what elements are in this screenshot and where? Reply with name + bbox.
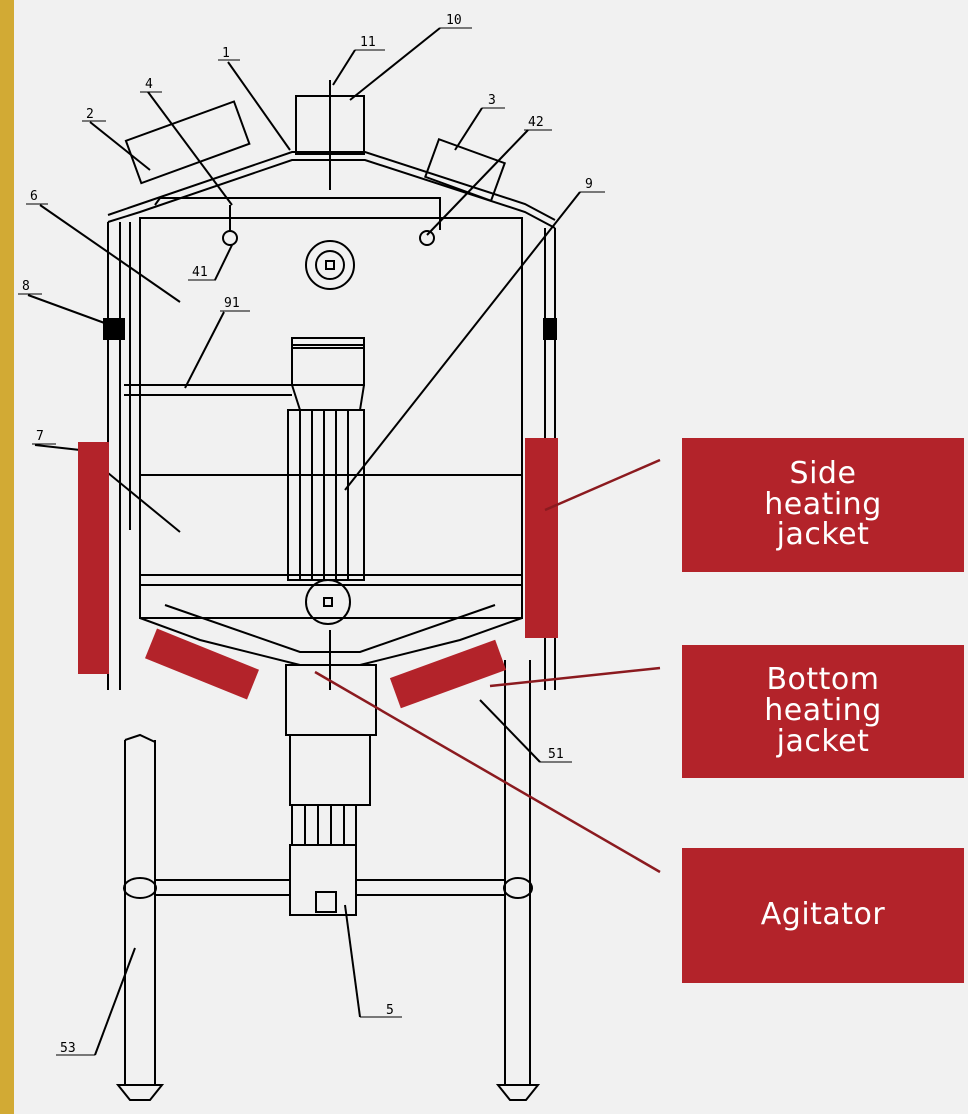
leader-bottom: [489, 666, 661, 688]
side-jacket-marker-left: [78, 442, 109, 674]
part-label-1: 1: [222, 46, 230, 61]
part-label-6: 6: [30, 189, 38, 204]
callout-side-text: Side heating jacket: [764, 455, 882, 553]
part-label-41: 41: [192, 265, 208, 280]
part-label-91: 91: [224, 296, 240, 311]
bottom-jacket-marker-left: [145, 628, 259, 700]
callout-bottom-text: Bottom heating jacket: [764, 662, 882, 759]
part-label-8: 8: [22, 279, 30, 294]
part-label-51: 51: [548, 747, 564, 762]
bottom-jacket-marker-right: [389, 639, 507, 709]
part-label-42: 42: [528, 115, 544, 130]
part-label-9: 9: [585, 177, 593, 192]
part-label-4: 4: [145, 77, 153, 92]
accent-bar: [0, 0, 14, 1114]
vessel-lid: [107, 151, 556, 221]
part-label-11: 11: [360, 35, 376, 50]
callout-bottom-heating-jacket: Bottom heating jacket: [682, 645, 964, 778]
part-label-5: 5: [386, 1003, 394, 1018]
callout-side-heating-jacket: Side heating jacket: [682, 438, 964, 572]
hatch-right: [423, 137, 507, 203]
part-label-3: 3: [488, 93, 496, 108]
callout-agitator-text: Agitator: [760, 897, 886, 933]
leader-agitator: [314, 670, 661, 874]
hatch-left: [124, 100, 251, 185]
side-jacket-marker-right: [525, 438, 558, 638]
vessel-body: [139, 217, 523, 619]
part-label-10: 10: [446, 13, 462, 28]
leader-side: [544, 458, 661, 512]
part-label-53: 53: [60, 1041, 76, 1056]
part-label-2: 2: [86, 107, 94, 122]
callout-agitator: Agitator: [682, 848, 964, 983]
part-label-7: 7: [36, 429, 44, 444]
